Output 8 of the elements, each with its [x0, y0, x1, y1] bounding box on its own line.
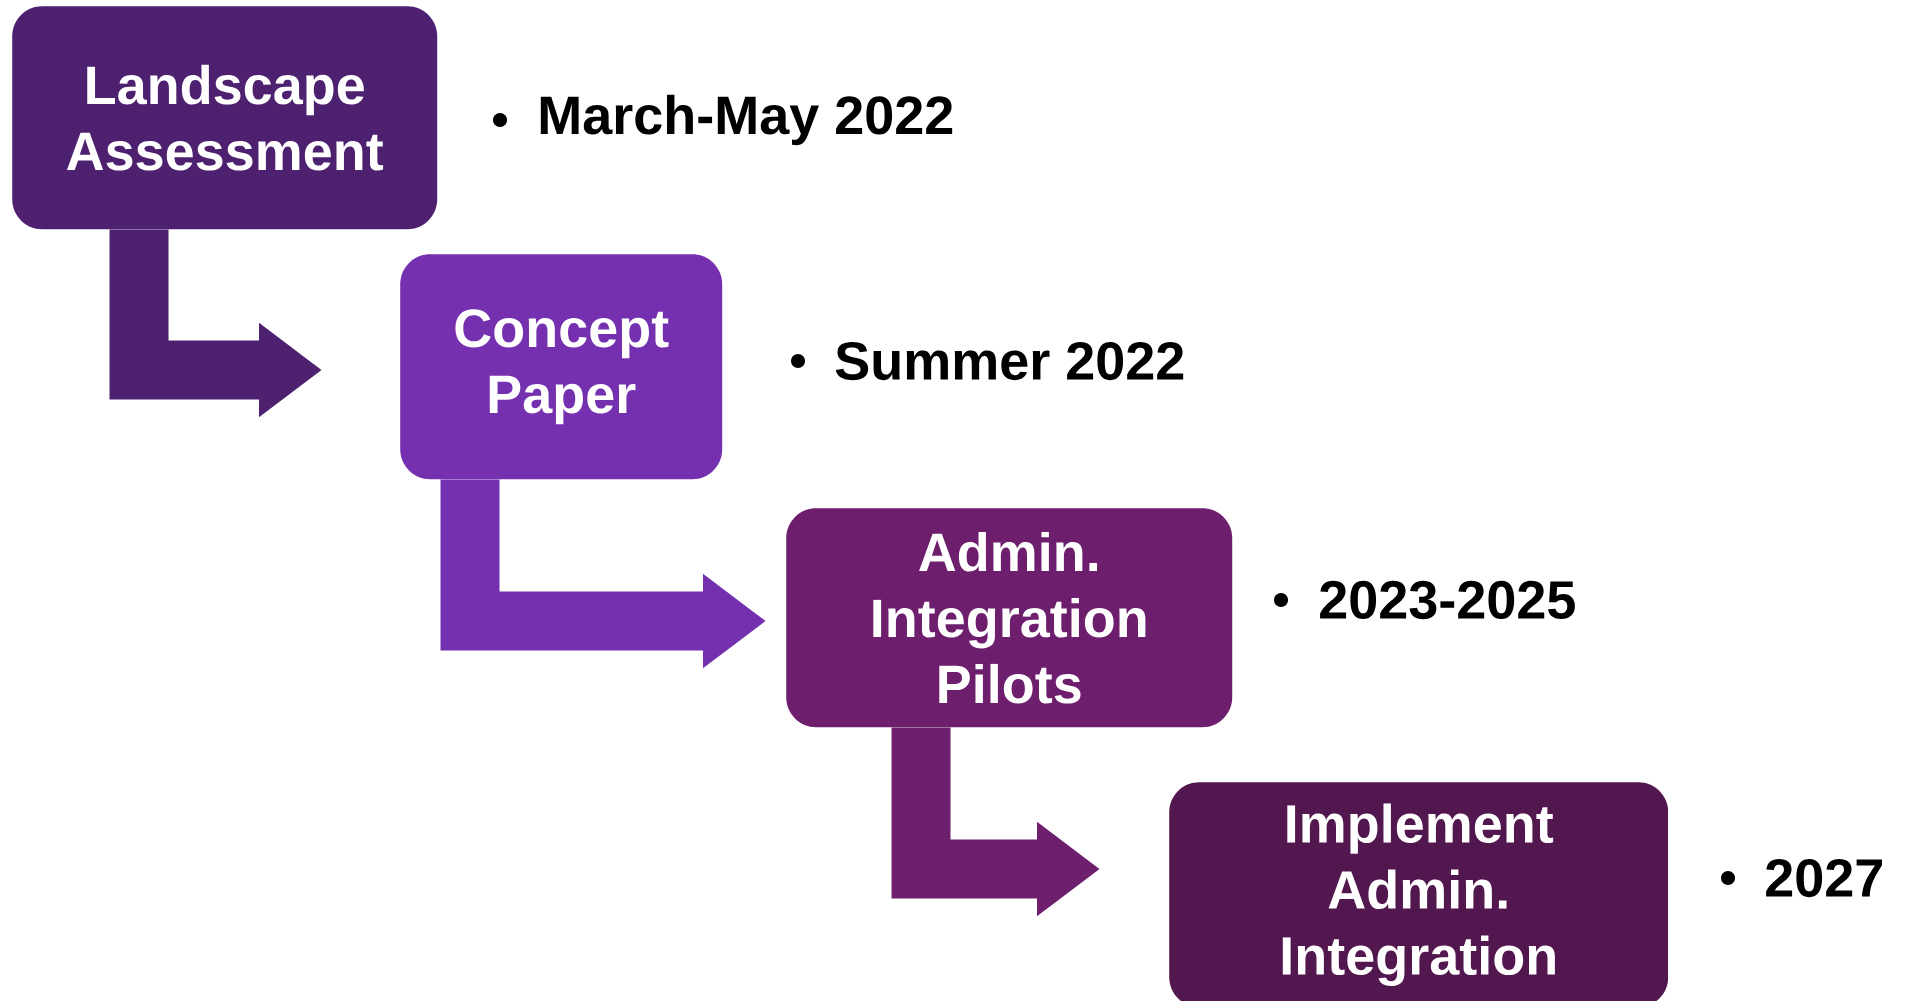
stage-box: Admin. Integration Pilots: [786, 508, 1233, 728]
date-text: 2023-2025: [1320, 580, 1575, 620]
stage-box: Concept Paper: [400, 254, 723, 480]
date-text: March-May 2022: [540, 94, 953, 146]
date-text: Summer 2022: [835, 341, 1184, 381]
stage-box: Implement Admin. Integration: [1169, 782, 1669, 1001]
stage-box: Landscape Assessment: [12, 6, 438, 230]
date-text: 2027: [1766, 858, 1882, 898]
